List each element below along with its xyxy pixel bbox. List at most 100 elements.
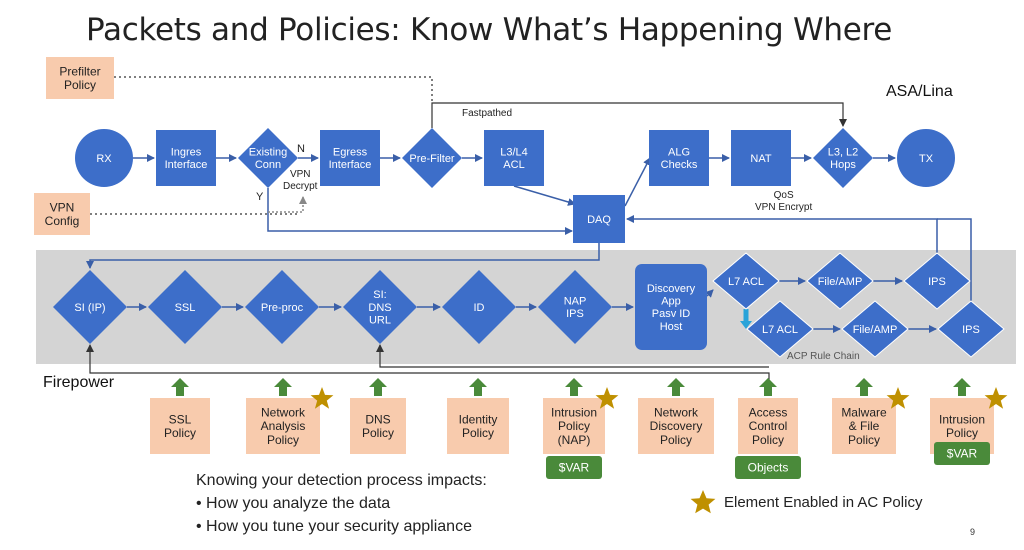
network-analysis-policy-box	[246, 398, 320, 454]
tx-shape	[897, 129, 955, 187]
daq-to-firepower-connector	[86, 243, 600, 269]
network-analysis-policy-star-icon	[310, 387, 334, 409]
network-analysis-policy-arrow-up-icon	[274, 378, 292, 396]
ssl-shape	[148, 270, 222, 344]
file-amp-bottom-label: File/AMP	[853, 324, 898, 336]
dns-policy-box	[350, 398, 406, 454]
daq-label: DAQ	[587, 214, 611, 226]
footer-text: Knowing your detection process impacts: …	[196, 469, 487, 538]
ips-top: IPS	[903, 252, 971, 310]
access-control-policy-badge-label: Objects	[748, 461, 789, 475]
acp-rule-chain-label: ACP Rule Chain	[787, 351, 860, 362]
identity-policy-box	[447, 398, 509, 454]
intrusion-policy-badge-label: $VAR	[947, 447, 978, 461]
l7-acl-top-label: L7 ACL	[728, 276, 764, 288]
l3-l4-acl-shape	[484, 130, 544, 186]
ips-bottom-shape	[937, 300, 1005, 358]
star-icon	[690, 490, 716, 514]
vpn-decrypt-label: VPN Decrypt	[283, 169, 318, 192]
existing-conn-yes-connector	[267, 188, 573, 235]
id-shape	[442, 270, 516, 344]
return-to-si-dns-connector	[376, 344, 769, 368]
tx: TX	[897, 129, 955, 187]
qos-vpn-encrypt-label: QoS VPN Encrypt	[755, 190, 813, 213]
ips-bottom: IPS	[937, 300, 1005, 358]
id: ID	[442, 270, 516, 344]
legend: Element Enabled in AC Policy	[690, 489, 922, 515]
ips-top-shape	[903, 252, 971, 310]
rx-shape	[75, 129, 133, 187]
ips-top-label: IPS	[928, 276, 946, 288]
l7-acl-bottom-label: L7 ACL	[762, 324, 798, 336]
ips-bottom-label: IPS	[962, 324, 980, 336]
pre-filter-shape	[402, 128, 462, 188]
fastpathed-connector	[431, 102, 847, 128]
vpn-config-box	[34, 193, 90, 235]
access-control-policy-arrow-up-icon	[759, 378, 777, 396]
asa-lina-label: ASA/Lina	[886, 83, 953, 100]
ssl: SSL	[148, 270, 222, 344]
rx-label: RX	[96, 153, 112, 165]
vpn-decrypt-connector	[268, 196, 307, 213]
l7-acl-top-shape	[712, 252, 780, 310]
file-amp-top: File/AMP	[806, 252, 874, 310]
prefilter-dotted-connector	[114, 76, 433, 101]
page-title: Packets and Policies: Know What’s Happen…	[86, 12, 892, 48]
si-ip: SI (IP)	[53, 270, 127, 344]
connector	[624, 157, 651, 207]
intrusion-policy-star-icon	[984, 387, 1008, 409]
footer-heading: Knowing your detection process impacts:	[196, 472, 487, 489]
l7-acl-top: L7 ACL	[712, 252, 780, 310]
discovery-shape	[635, 264, 707, 350]
page-number: 9	[970, 527, 976, 537]
daq: DAQ	[573, 195, 625, 243]
prefilter-policy-box	[46, 57, 114, 99]
file-amp-bottom: File/AMP	[841, 300, 909, 358]
access-control-policy-box	[738, 398, 798, 454]
ssl-policy-box	[150, 398, 210, 454]
malware-file-policy-star-icon	[886, 387, 910, 409]
l3-l2-hops-shape	[813, 128, 873, 188]
malware-file-policy-arrow-up-icon	[855, 378, 873, 396]
file-amp-bottom-shape	[841, 300, 909, 358]
legend-text: Element Enabled in AC Policy	[724, 493, 923, 511]
nat: NAT	[731, 130, 791, 186]
intrusion-policy-nap-box	[543, 398, 605, 454]
rx: RX	[75, 129, 133, 187]
connector	[705, 289, 714, 298]
ips-return-connector	[937, 218, 972, 301]
network-discovery-policy-arrow-up-icon	[667, 378, 685, 396]
file-amp-top-label: File/AMP	[818, 276, 863, 288]
l7-acl-bottom: L7 ACL	[746, 300, 814, 358]
existing-conn-shape	[238, 128, 298, 188]
ssl-policy-arrow-up-icon	[171, 378, 189, 396]
connector	[513, 185, 576, 206]
y-label: Y	[256, 191, 264, 203]
file-amp-top-shape	[806, 252, 874, 310]
